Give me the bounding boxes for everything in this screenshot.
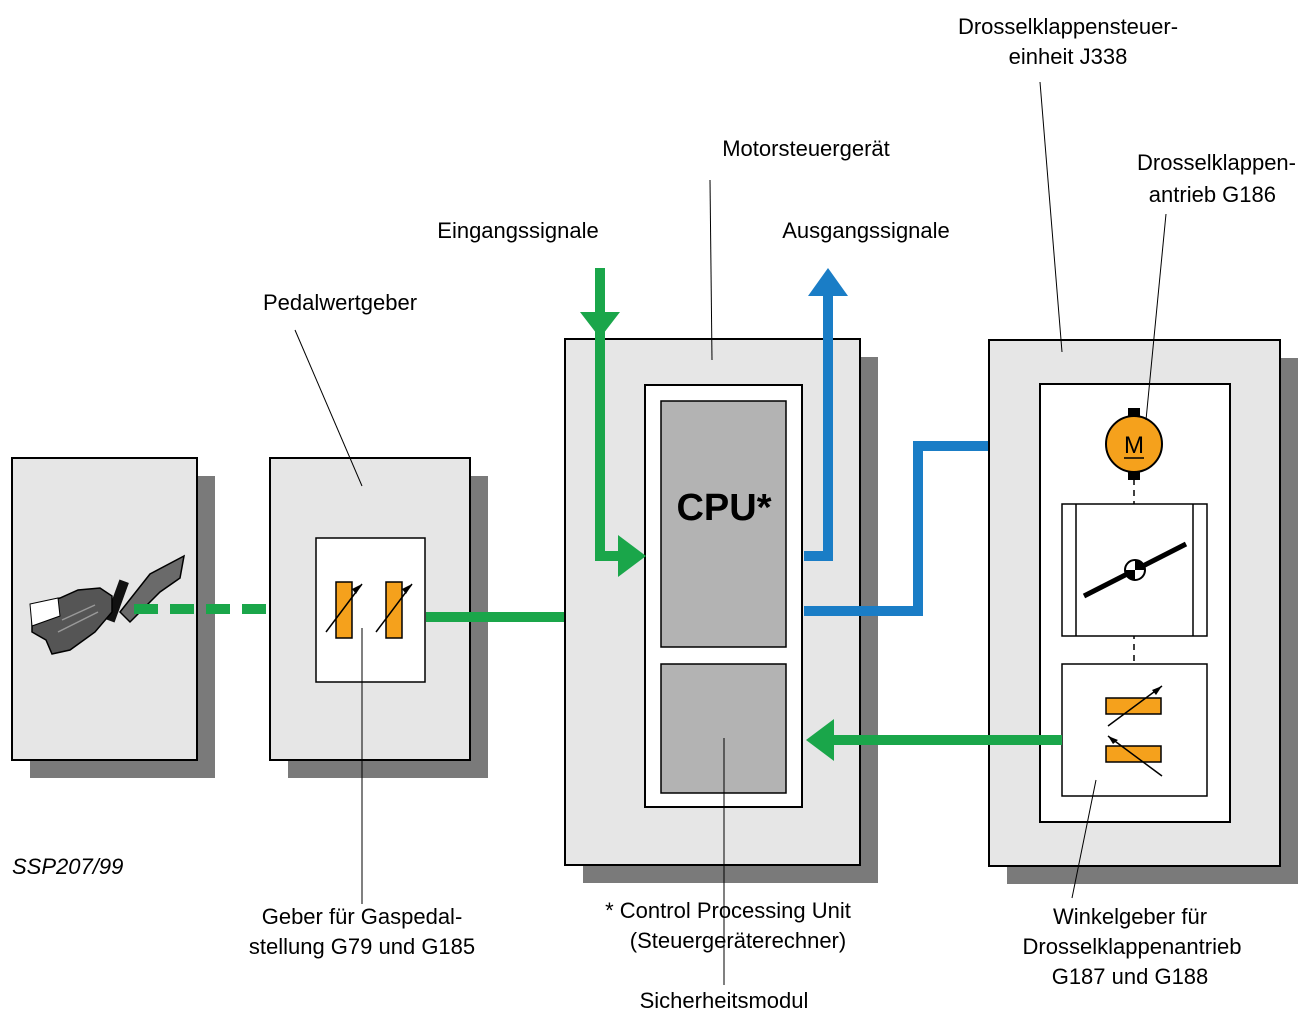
throttle-valve-icon: [1061, 503, 1208, 637]
input-signals-label: Eingangssignale: [437, 218, 598, 243]
pedal-sensor-panel: [269, 457, 488, 778]
angle-sensor-label-1: Winkelgeber für: [1053, 904, 1207, 929]
motor-icon: M: [1105, 408, 1163, 480]
angle-sensor-to-ecu-arrow: [806, 719, 1062, 761]
pedal-position-sensor-label-1: Geber für Gaspedal-: [262, 904, 463, 929]
output-signals-arrow: [804, 268, 848, 561]
figure-id-label: SSP207/99: [12, 854, 123, 879]
leader-lines: [294, 81, 1167, 985]
safety-module-label: Sicherheitsmodul: [640, 988, 809, 1012]
pedal-panel: [11, 457, 215, 778]
potentiometer-g185-icon: [375, 581, 413, 639]
throttle-actuator-label-2: antrieb G186: [1149, 182, 1276, 207]
pedal-sensor-label: Pedalwertgeber: [263, 290, 417, 315]
throttle-unit-label-1: Drosselklappensteuer-: [958, 14, 1178, 39]
input-signals-arrow: [580, 268, 646, 577]
cpu-label: CPU*: [676, 487, 771, 529]
pedal-position-sensor-label-2: stellung G79 und G185: [249, 934, 475, 959]
cpu-footnote-label-1: * Control Processing Unit: [605, 898, 851, 923]
throttle-unit-panel: M: [988, 339, 1298, 884]
angle-sensor-label-3: G187 und G188: [1052, 964, 1209, 989]
ecu-label: Motorsteuergerät: [722, 136, 890, 161]
cpu-module: [660, 400, 787, 648]
throttle-actuator-label-1: Drosselklappen-: [1137, 150, 1296, 175]
output-signals-label: Ausgangssignale: [782, 218, 950, 243]
angle-sensor-icon: [1061, 663, 1208, 797]
svg-text:M: M: [1124, 432, 1144, 459]
throttle-unit-label-2: einheit J338: [1009, 44, 1128, 69]
cpu-footnote-label-2: (Steuergeräterechner): [630, 928, 846, 953]
potentiometer-g79-icon: [325, 581, 363, 639]
foot-on-pedal-icon: [29, 554, 186, 655]
angle-sensor-label-2: Drosselklappenantrieb: [1023, 934, 1242, 959]
